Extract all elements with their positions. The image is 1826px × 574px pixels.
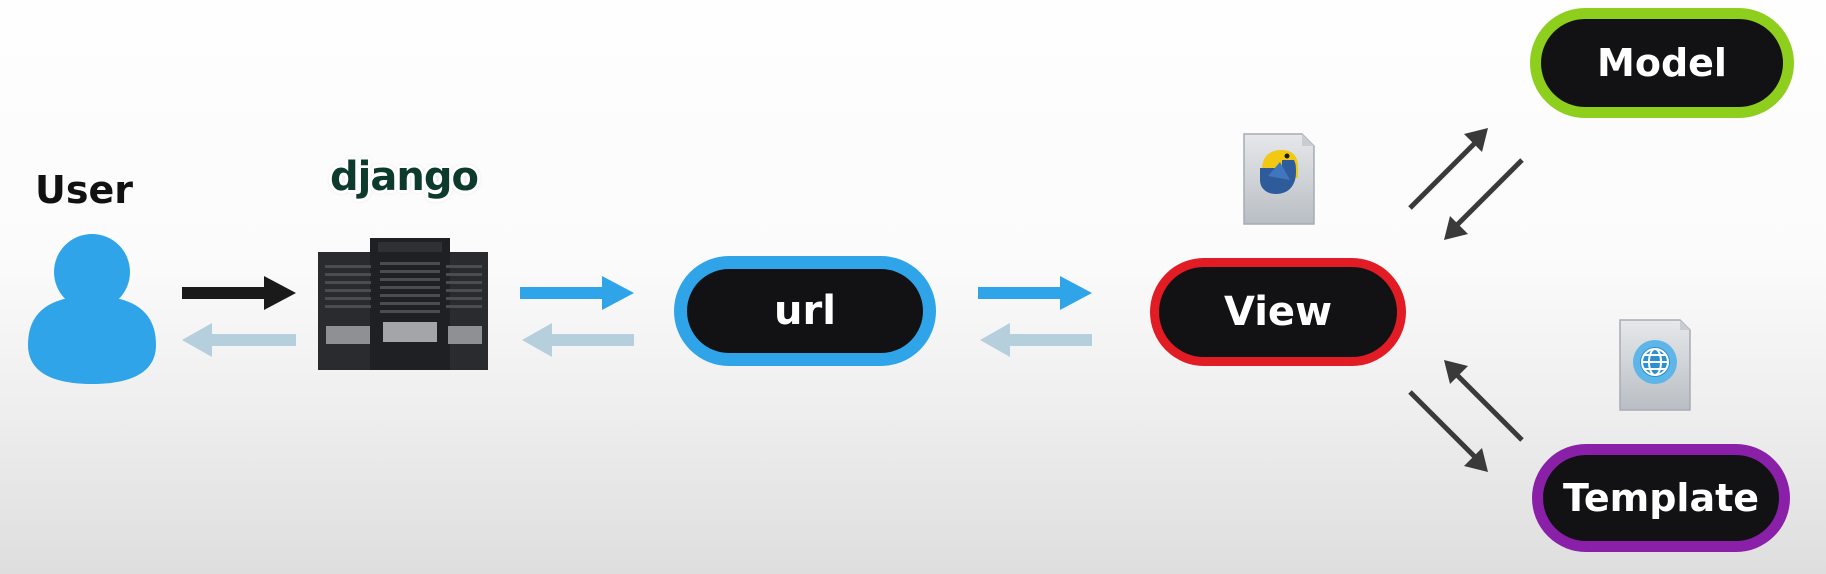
arrow-user-to-django bbox=[182, 276, 296, 310]
server-icon bbox=[318, 238, 488, 370]
django-logo-label: django bbox=[330, 154, 479, 200]
user-icon bbox=[28, 234, 156, 384]
arrow-url-to-view bbox=[978, 276, 1092, 310]
arrow-url-to-django bbox=[522, 323, 634, 357]
view-label: View bbox=[1223, 289, 1333, 335]
template-label: Template bbox=[1562, 476, 1760, 520]
python-file-icon bbox=[1243, 133, 1315, 225]
model-node: Model bbox=[1530, 8, 1794, 118]
view-node: View bbox=[1150, 258, 1406, 366]
arrow-view-to-template bbox=[1408, 390, 1488, 472]
arrow-view-to-url bbox=[980, 323, 1092, 357]
arrow-view-to-model bbox=[1408, 128, 1488, 210]
arrow-template-to-view bbox=[1444, 360, 1524, 442]
model-label: Model bbox=[1597, 41, 1727, 85]
template-node: Template bbox=[1532, 444, 1790, 552]
url-label: url bbox=[774, 288, 836, 334]
arrow-django-to-url bbox=[520, 276, 634, 310]
arrow-model-to-view bbox=[1444, 158, 1524, 240]
arrow-django-to-user bbox=[182, 323, 296, 357]
user-label: User bbox=[35, 168, 133, 212]
url-node: url bbox=[674, 256, 936, 366]
html-file-icon bbox=[1619, 319, 1691, 411]
